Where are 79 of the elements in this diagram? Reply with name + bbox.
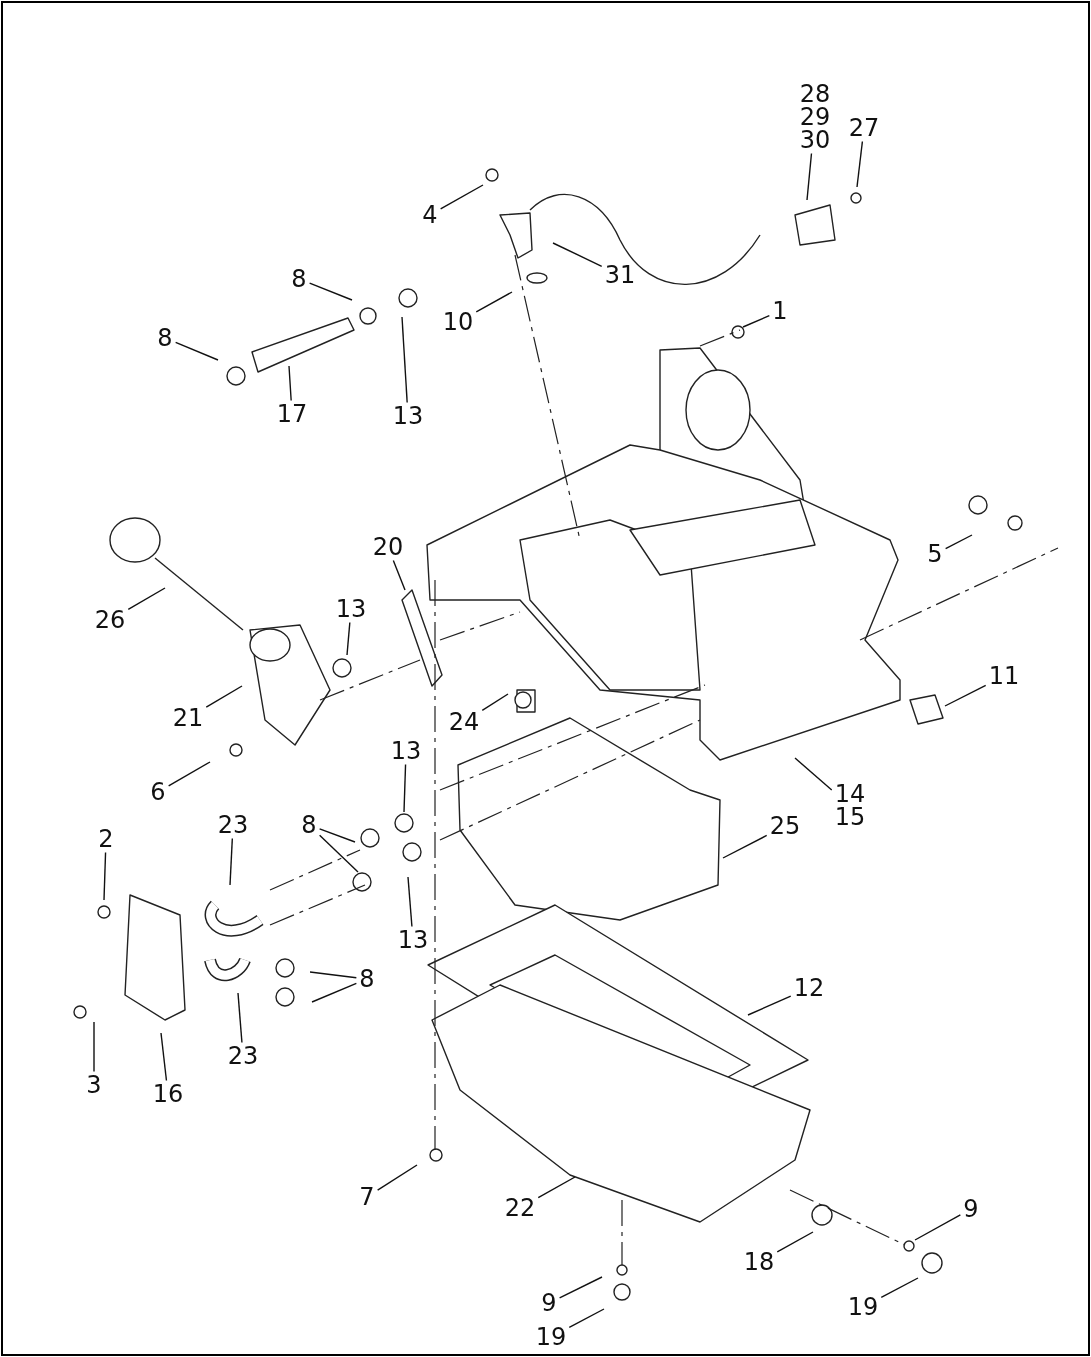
leader-line [311, 982, 358, 1003]
leader-line [944, 534, 973, 550]
callout-number: 23 [227, 1044, 259, 1068]
callout-number: 8 [301, 813, 317, 837]
callout-number: 1 [772, 299, 788, 323]
callout-number: 27 [848, 116, 880, 140]
leader-line [237, 992, 243, 1044]
callout-number: 10 [442, 310, 474, 334]
callout-number: 26 [94, 608, 126, 632]
leader-line [914, 1214, 962, 1241]
callout-number: 31 [604, 263, 636, 287]
leader-line [552, 242, 603, 267]
leader-line [346, 621, 351, 656]
leader-line [392, 559, 406, 591]
leader-line [568, 1308, 605, 1329]
leader-line [376, 1164, 418, 1191]
callout-number: 16 [152, 1082, 184, 1106]
callout-number: 21 [172, 706, 204, 730]
leader-line [537, 1176, 576, 1199]
leader-line [944, 684, 987, 707]
leader-line [205, 685, 243, 708]
leader-line [174, 341, 219, 361]
leader-line [403, 763, 407, 813]
leader-line [229, 837, 233, 886]
leader-line [103, 851, 107, 901]
leader-line [747, 995, 792, 1016]
callout-number: 8 [359, 967, 375, 991]
callout-number: 29 [799, 105, 831, 129]
leader-line [309, 971, 358, 979]
callout-number: 23 [217, 813, 249, 837]
leader-line [776, 1231, 814, 1253]
callout-number: 9 [963, 1197, 979, 1221]
leader-line [475, 291, 513, 313]
callout-number: 7 [359, 1185, 375, 1209]
leader-line [794, 757, 833, 791]
leader-line [288, 365, 292, 402]
callout-number: 17 [276, 402, 308, 426]
leader-line [722, 834, 768, 859]
callout-number: 13 [335, 597, 367, 621]
callout-number: 22 [504, 1196, 536, 1220]
leader-line [558, 1276, 603, 1299]
leader-line [407, 876, 413, 928]
callout-number: 8 [291, 267, 307, 291]
callout-number: 24 [448, 710, 480, 734]
leader-line [742, 314, 771, 328]
leader-line [401, 316, 408, 404]
leader-line [806, 152, 813, 201]
callout-number: 30 [799, 128, 831, 152]
callout-number: 2 [98, 827, 114, 851]
callout-number: 28 [799, 82, 831, 106]
leader-line [167, 761, 211, 787]
callout-number: 19 [535, 1325, 567, 1349]
leader-line [439, 184, 484, 210]
leader-line [481, 693, 509, 712]
callout-number: 9 [541, 1291, 557, 1315]
leader-line [160, 1032, 168, 1082]
callout-number: 6 [150, 780, 166, 804]
callout-number: 3 [86, 1073, 102, 1097]
callout-number: 11 [988, 664, 1020, 688]
callout-number: 13 [397, 928, 429, 952]
callout-number: 4 [422, 203, 438, 227]
leader-line [127, 587, 166, 611]
callout-number: 13 [390, 739, 422, 763]
leader-line [880, 1277, 919, 1299]
leader-line [93, 1021, 95, 1073]
callout-number: 8 [157, 326, 173, 350]
callout-number: 12 [793, 976, 825, 1000]
callout-number: 18 [743, 1250, 775, 1274]
callout-number: 19 [847, 1295, 879, 1319]
callout-number: 5 [927, 542, 943, 566]
callout-number: 13 [392, 404, 424, 428]
leader-line [856, 140, 864, 188]
callout-number: 14 [834, 783, 866, 806]
leader-line [318, 828, 356, 843]
callout-number: 25 [769, 814, 801, 838]
callout-number: 20 [372, 535, 404, 559]
callout-number: 15 [834, 806, 866, 829]
leader-line [318, 834, 359, 873]
leader-line [308, 282, 353, 301]
